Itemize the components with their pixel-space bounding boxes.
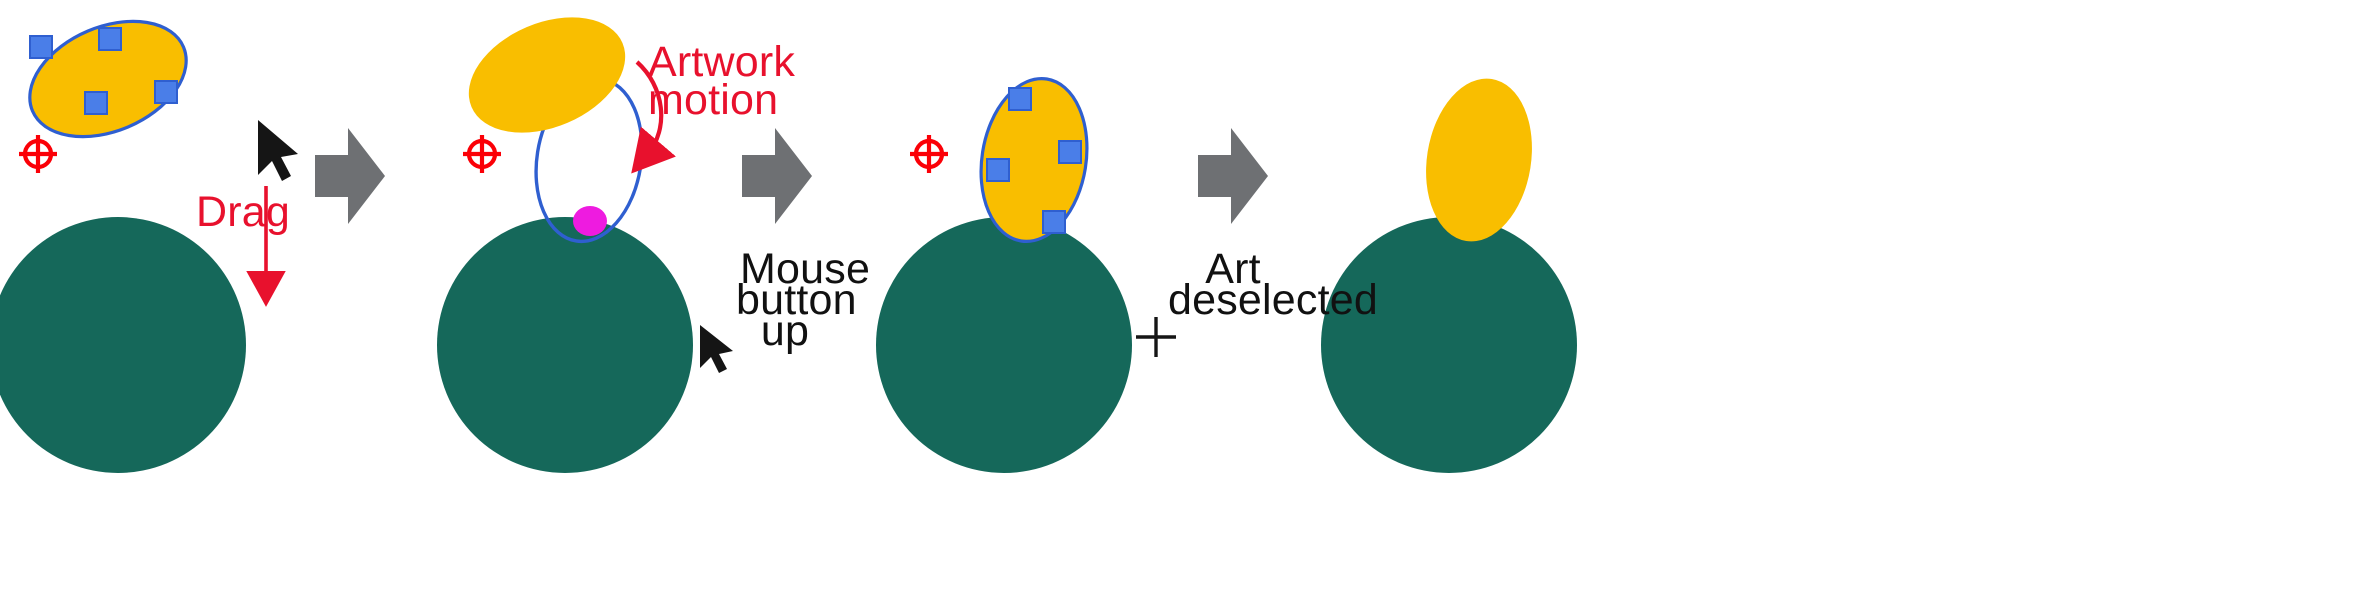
selection-handle-left[interactable] [986,158,1010,182]
ellipse-artwork[interactable] [1415,71,1543,249]
dragged-ellipse-artwork[interactable] [451,0,643,155]
selection-handle-right[interactable] [1058,140,1082,164]
registration-mark-icon [463,135,501,173]
artwork-motion-label-line1: Artwork [648,38,796,86]
panel-3-group [876,71,1132,473]
anchor-point-magenta[interactable] [573,206,607,236]
panel-1-group [0,0,298,473]
mouse-button-up-label-line3: up [760,307,810,355]
selection-handle-bottom[interactable] [1042,210,1066,234]
selection-handle-bottom[interactable] [84,91,108,115]
mouse-pointer-cursor [700,325,733,373]
selection-handles[interactable] [29,27,178,115]
drag-label: Drag [196,188,291,236]
selection-handle-right[interactable] [154,80,178,104]
step-arrow-2 [742,128,812,224]
mouse-pointer-cursor [258,120,298,181]
art-deselected-label-line1: Art [1205,245,1261,293]
selection-handle-left[interactable] [29,35,53,59]
panel-2-group [437,0,693,473]
selected-ellipse-artwork[interactable] [970,71,1098,249]
target-circle [1321,217,1577,473]
selection-handle-top[interactable] [1008,87,1032,111]
artwork-motion-arrow [631,60,677,174]
crosshair-cursor-icon [1136,317,1176,357]
selection-handle-top[interactable] [98,27,122,51]
art-deselected-label-line2: deselected [1168,276,1378,324]
mouse-button-up-label-line2: button [736,276,857,324]
step-arrow-3 [1198,128,1268,224]
selection-handles[interactable] [986,87,1082,234]
target-circle [437,217,693,473]
target-circle [876,217,1132,473]
registration-mark-icon [910,135,948,173]
artwork-motion-label-line2: motion [648,76,779,124]
step-arrow-1 [315,128,385,224]
panel-4-group [1321,71,1577,473]
target-circle [0,217,246,473]
registration-mark-icon [19,135,57,173]
selected-ellipse-artwork[interactable] [12,0,204,159]
